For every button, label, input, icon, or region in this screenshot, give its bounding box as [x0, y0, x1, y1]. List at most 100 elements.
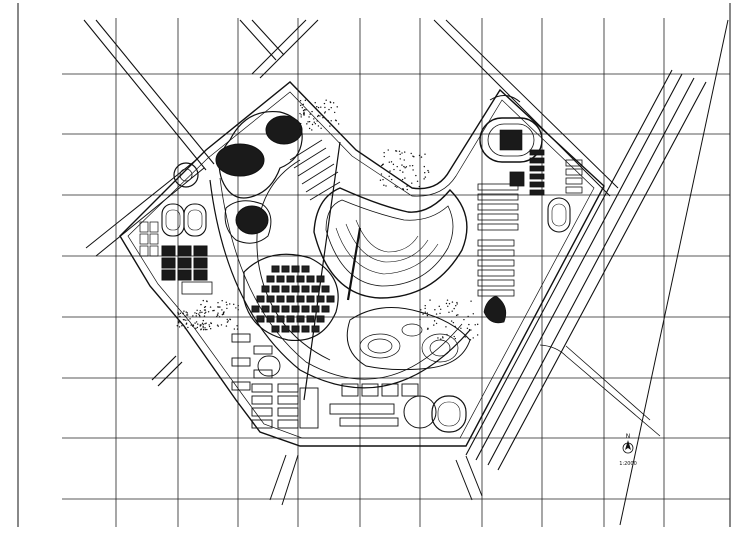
tree: [225, 301, 227, 303]
tree: [324, 111, 327, 113]
court: [177, 269, 192, 281]
tree: [405, 166, 408, 168]
tree: [201, 311, 203, 314]
tree: [424, 172, 426, 174]
building-block: [529, 157, 545, 164]
west-sports-courts: [139, 221, 213, 295]
tree: [330, 106, 332, 109]
tree: [205, 322, 207, 324]
tree: [217, 325, 219, 327]
tree: [433, 320, 436, 322]
building-unit: [256, 295, 265, 303]
tree: [328, 108, 330, 111]
tree: [192, 325, 194, 327]
tree: [227, 320, 229, 322]
tree: [207, 311, 210, 313]
hexagon-building-block: [243, 253, 339, 342]
tree: [476, 334, 479, 336]
tree: [336, 106, 338, 108]
building-unit: [251, 305, 260, 313]
building-unit: [271, 325, 280, 333]
tree: [237, 309, 239, 311]
highway-east-far: [619, 19, 729, 526]
tree: [302, 103, 304, 106]
tree: [404, 151, 406, 153]
tree: [229, 318, 231, 320]
road-network: [83, 19, 729, 526]
building-unit: [296, 275, 305, 283]
tree: [427, 169, 429, 172]
building-block: [277, 395, 299, 405]
tree: [317, 115, 319, 118]
tree: [199, 316, 201, 318]
tree: [178, 313, 180, 315]
tree: [396, 165, 398, 168]
tree: [424, 304, 426, 307]
northwest-building-cluster: [215, 110, 341, 244]
building-block: [231, 333, 251, 343]
tree: [218, 316, 221, 318]
building-unit: [281, 305, 290, 313]
tree: [216, 315, 218, 318]
tree: [463, 318, 465, 321]
building-unit: [291, 285, 300, 293]
tree: [300, 116, 302, 118]
tree: [451, 310, 453, 312]
tree: [202, 323, 204, 326]
tree: [192, 315, 194, 317]
tree: [435, 313, 438, 315]
tree: [381, 164, 383, 167]
tree: [419, 318, 421, 321]
tree: [394, 185, 396, 188]
tree: [198, 314, 201, 317]
building-unit: [296, 315, 305, 323]
tree: [184, 315, 187, 317]
tree: [223, 311, 225, 313]
building-unit: [271, 285, 280, 293]
court: [161, 269, 176, 281]
tree: [226, 321, 229, 323]
building-block: [565, 159, 583, 167]
tree: [316, 106, 318, 108]
tree: [399, 158, 401, 160]
tree: [200, 324, 202, 326]
tree: [448, 303, 451, 305]
tree: [194, 322, 196, 324]
tree: [413, 156, 415, 158]
tree: [399, 169, 401, 172]
dormitory-block: [477, 289, 515, 297]
tree: [317, 106, 320, 109]
tree: [451, 301, 454, 303]
court: [177, 245, 192, 257]
tree: [202, 299, 204, 302]
building-unit: [266, 315, 275, 323]
building-unit: [266, 275, 275, 283]
building-unit: [291, 265, 300, 273]
tree: [314, 102, 316, 104]
tree: [204, 306, 207, 308]
tree: [206, 328, 208, 331]
tree: [392, 163, 395, 166]
building-unit: [281, 265, 290, 273]
tree: [202, 327, 204, 329]
tree: [383, 184, 385, 186]
tree: [233, 328, 236, 330]
building-block: [339, 417, 399, 427]
tree: [401, 152, 403, 154]
tree: [311, 123, 314, 126]
tree: [182, 312, 184, 315]
tree: [396, 186, 398, 188]
tree: [472, 337, 474, 339]
tree: [313, 118, 315, 120]
building-block: [509, 171, 525, 187]
dormitory-block: [477, 279, 515, 287]
building-block: [565, 177, 583, 185]
tree: [299, 99, 302, 102]
tree: [181, 325, 183, 327]
building-block: [529, 173, 545, 180]
road-southwest-stub: [151, 355, 183, 387]
tree: [426, 312, 429, 314]
court-outline: [149, 233, 159, 245]
building-unit: [286, 295, 295, 303]
tree: [406, 188, 408, 191]
